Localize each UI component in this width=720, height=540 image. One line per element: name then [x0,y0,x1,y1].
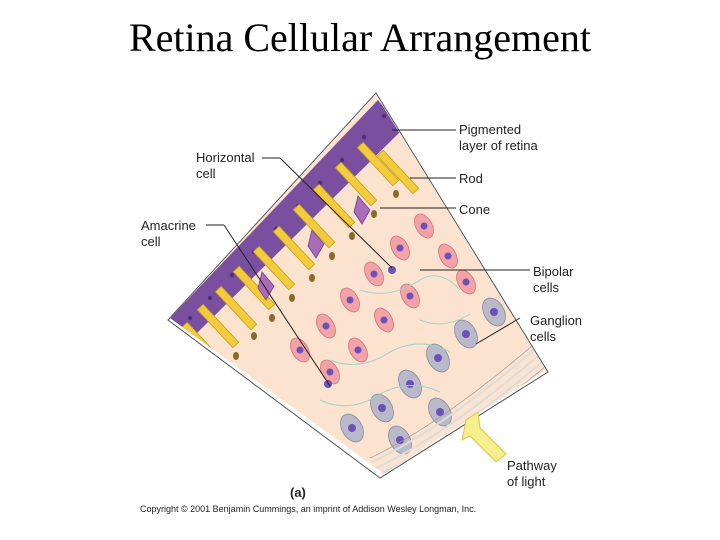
light-pathway-arrow [461,411,507,463]
cones [257,195,371,301]
label-pathway-of-light: Pathway of light [507,458,557,489]
label-amacrine-cell: Amacrine cell [141,218,196,249]
label-bipolar-cells: Bipolar cells [533,264,574,295]
label-pigmented: Pigmented layer of retina [459,122,538,153]
label-rod: Rod [459,171,483,186]
rod-nuclei [233,190,399,360]
cell-processes [319,275,471,407]
label-cone: Cone [459,202,491,217]
tissue-background [170,95,546,474]
label-ganglion-cells: Ganglion cells [530,313,583,344]
slide-title: Retina Cellular Arrangement [128,15,592,60]
figure-frame [167,92,549,479]
figure-label: (a) [290,485,306,500]
label-horizontal-cell: Horizontal cell [196,150,255,181]
leader-lines [206,129,530,387]
cell-nuclei [296,222,498,444]
copyright-notice: Copyright © 2001 Benjamin Cummings, an i… [140,504,477,514]
